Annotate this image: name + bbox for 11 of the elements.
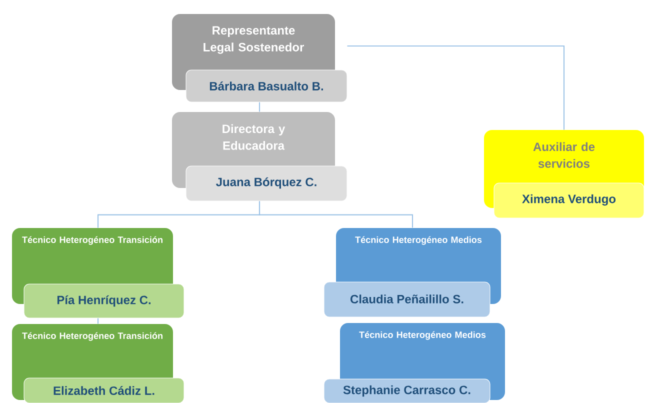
name-tab: Pía Henríquez C. <box>24 284 184 318</box>
connector-line <box>258 102 260 112</box>
name-tab: Juana Bórquez C. <box>186 166 348 202</box>
name-tab: Stephanie Carrasco C. <box>324 378 490 403</box>
connector-line <box>97 318 99 324</box>
connector-line <box>347 45 565 130</box>
name-tab: Bárbara Basualto B. <box>186 70 348 102</box>
name-tab: Claudia Peñailillo S. <box>324 282 490 318</box>
name-tab: Elizabeth Cádiz L. <box>24 378 184 403</box>
name-tab: Ximena Verdugo <box>494 182 644 218</box>
connector-line <box>258 201 414 228</box>
